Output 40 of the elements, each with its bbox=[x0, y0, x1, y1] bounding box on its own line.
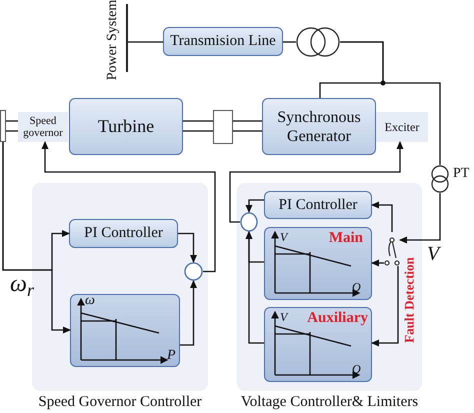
arrow bbox=[2, 142, 71, 334]
process-box: Transmision Line bbox=[163, 27, 283, 56]
side-label: Fault Detection bbox=[402, 257, 416, 343]
axis-label: V bbox=[280, 231, 288, 243]
process-box: PI Controller bbox=[69, 219, 178, 248]
arrow bbox=[246, 199, 264, 213]
connector-line bbox=[340, 41, 441, 165]
panel-caption: Voltage Controller& Limiters bbox=[240, 393, 418, 411]
connector-line bbox=[182, 120, 214, 132]
component-label: PT bbox=[453, 167, 470, 181]
arrow bbox=[180, 280, 197, 346]
connector-line bbox=[128, 41, 163, 43]
chart-title: Auxiliary bbox=[307, 311, 368, 326]
process-box: Synchronous Generator bbox=[262, 98, 376, 155]
chart-title: Main bbox=[328, 231, 363, 246]
axis-label: V bbox=[280, 311, 288, 323]
arrow bbox=[42, 141, 216, 272]
connector-line bbox=[232, 120, 263, 132]
panel-caption: Speed Governor Controller bbox=[38, 393, 202, 411]
block-label-box: Exciter bbox=[376, 112, 428, 142]
arrow bbox=[229, 141, 404, 223]
signal-label: V bbox=[427, 244, 440, 264]
droop-chart-box bbox=[264, 227, 372, 300]
process-box: PI Controller bbox=[264, 191, 372, 219]
bus-label: Power System bbox=[106, 0, 120, 80]
connector-line bbox=[5, 120, 19, 132]
droop-chart-box bbox=[264, 307, 372, 382]
arrow bbox=[178, 232, 197, 263]
process-box: Turbine bbox=[69, 98, 183, 155]
block-label-box: Speed governor bbox=[18, 112, 68, 142]
droop-chart-box bbox=[70, 294, 180, 367]
arrow bbox=[399, 193, 441, 244]
arrow bbox=[371, 266, 399, 346]
arrow bbox=[246, 231, 264, 344]
arrow bbox=[371, 202, 393, 232]
connector-line bbox=[283, 41, 296, 43]
axis-label: ω bbox=[85, 294, 95, 308]
axis-label: P bbox=[167, 349, 176, 363]
arrow bbox=[371, 260, 384, 266]
signal-label: ω$_{r}$ bbox=[10, 272, 34, 296]
